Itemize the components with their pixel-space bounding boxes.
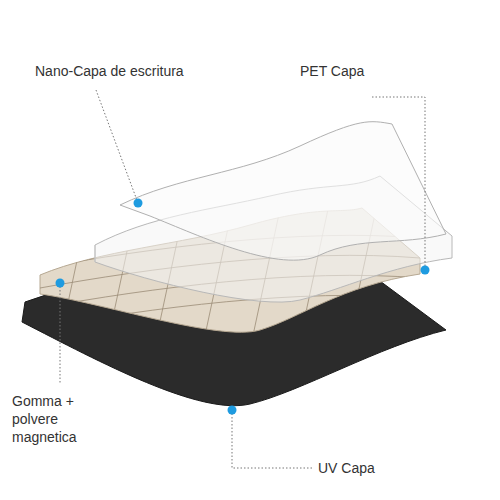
callout-label: PET Capa	[300, 62, 364, 80]
callout-label: Gomma + polvere magnetica	[12, 392, 122, 446]
leader-line	[232, 410, 312, 468]
callout-label: UV Capa	[318, 459, 375, 477]
callout-dot	[228, 406, 237, 415]
callout-dot	[56, 279, 65, 288]
nano-layer	[120, 122, 446, 260]
callout-label: Nano-Capa de escritura	[35, 62, 184, 80]
callout-dot	[134, 199, 143, 208]
pet-edge	[95, 245, 96, 262]
leader-line	[96, 90, 138, 203]
leader-line	[372, 97, 425, 270]
callout-dot	[421, 266, 430, 275]
leader-line	[60, 283, 61, 384]
